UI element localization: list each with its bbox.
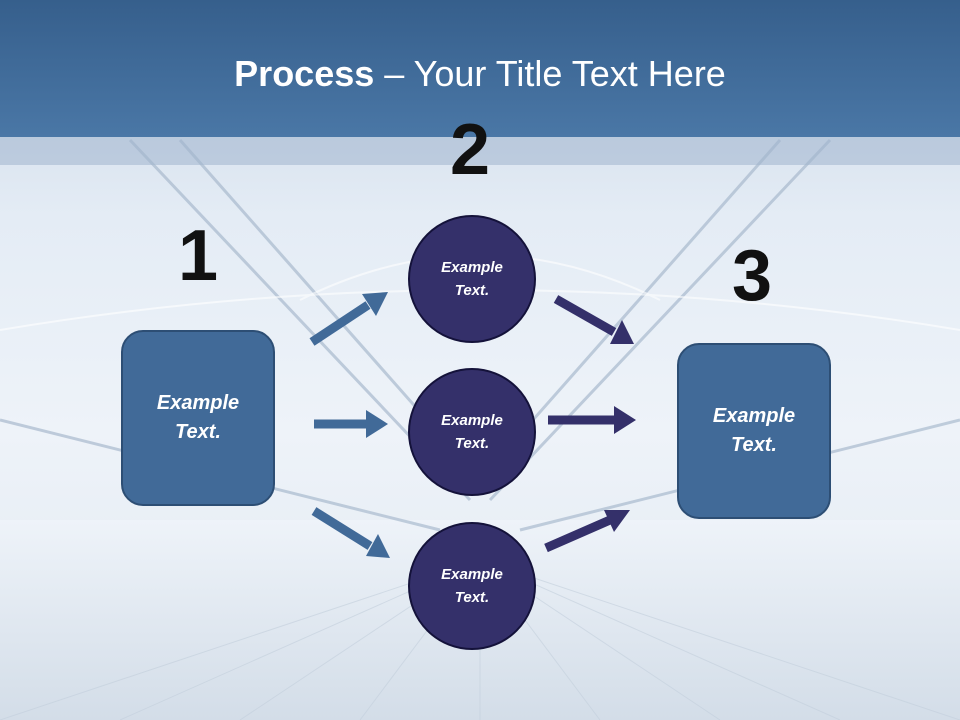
- circle-middle-line-2: Text.: [454, 435, 490, 452]
- right-box-line-1: Example: [712, 405, 796, 427]
- arrow-to-bottom-circle: [311, 507, 390, 558]
- step-number-2: 2: [450, 110, 491, 190]
- circle-middle: Example Text.: [408, 368, 536, 496]
- title-bar: [0, 0, 960, 137]
- left-box-line-2: Text.: [175, 421, 221, 443]
- title-bar-band: [0, 137, 960, 165]
- circle-top-line-1: Example: [441, 259, 503, 276]
- circle-bottom-line-1: Example: [441, 566, 503, 583]
- arrow-from-top-circle: [553, 295, 634, 344]
- title-bold: Process: [234, 53, 375, 94]
- right-box: Example Text.: [677, 343, 831, 519]
- arrow-to-middle-circle: [314, 410, 388, 438]
- left-box-line-1: Example: [156, 392, 240, 414]
- arrow-to-top-circle: [309, 292, 388, 346]
- arrow-from-middle-circle: [548, 406, 636, 434]
- arrow-from-bottom-circle: [544, 510, 630, 553]
- step-number-1: 1: [178, 216, 219, 296]
- circle-middle-line-1: Example: [441, 412, 503, 429]
- left-box: Example Text.: [121, 330, 275, 506]
- step-number-3: 3: [732, 236, 773, 316]
- circle-bottom-line-2: Text.: [454, 589, 490, 606]
- circle-bottom: Example Text.: [408, 522, 536, 650]
- title-rest: – Your Title Text Here: [374, 53, 726, 94]
- circle-top: Example Text.: [408, 215, 536, 343]
- right-box-line-2: Text.: [731, 434, 777, 456]
- slide-title: Process – Your Title Text Here: [0, 52, 960, 96]
- circle-top-line-2: Text.: [454, 282, 490, 299]
